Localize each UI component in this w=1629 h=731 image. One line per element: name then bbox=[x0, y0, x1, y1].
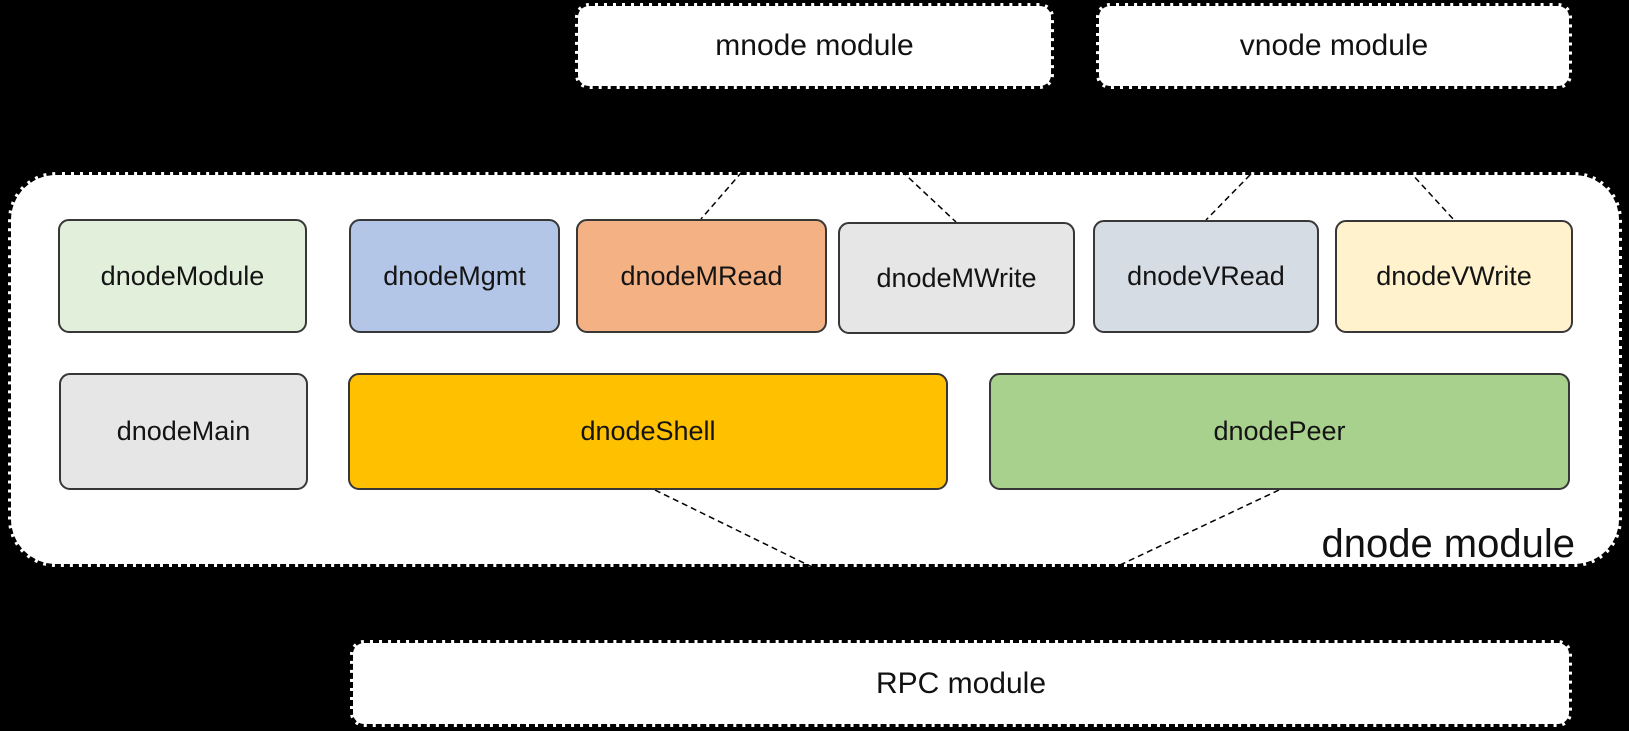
node-box-label: dnodeMWrite bbox=[876, 262, 1037, 293]
node-box-dnodePeer: dnodePeer bbox=[989, 373, 1570, 490]
mnode-module-box: mnode module bbox=[575, 3, 1054, 89]
node-box-dnodeVRead: dnodeVRead bbox=[1093, 220, 1319, 333]
node-box-dnodeMain: dnodeMain bbox=[59, 373, 308, 490]
mnode-module-label: mnode module bbox=[715, 29, 914, 62]
vnode-module-box: vnode module bbox=[1096, 3, 1572, 89]
node-box-dnodeVWrite: dnodeVWrite bbox=[1335, 220, 1573, 333]
node-box-dnodeMRead: dnodeMRead bbox=[576, 219, 827, 333]
node-box-label: dnodeMRead bbox=[620, 260, 783, 291]
node-box-label: dnodeVWrite bbox=[1376, 261, 1532, 291]
node-box-label: dnodeVRead bbox=[1127, 261, 1285, 291]
node-box-label: dnodeMgmt bbox=[383, 260, 526, 291]
dnode-module-caption: dnode module bbox=[1321, 522, 1575, 566]
vnode-module-label: vnode module bbox=[1239, 29, 1429, 62]
node-box-dnodeModule: dnodeModule bbox=[58, 219, 307, 333]
node-box-label: dnodePeer bbox=[1213, 416, 1346, 446]
rpc-module-label: RPC module bbox=[875, 666, 1047, 700]
node-box-label: dnodeShell bbox=[580, 416, 716, 446]
node-box-dnodeShell: dnodeShell bbox=[348, 373, 948, 490]
node-box-label: dnodeModule bbox=[100, 260, 265, 291]
node-box-dnodeMgmt: dnodeMgmt bbox=[349, 219, 560, 333]
node-box-label: dnodeMain bbox=[116, 416, 251, 446]
rpc-module-box: RPC module bbox=[350, 640, 1572, 727]
node-box-dnodeMWrite: dnodeMWrite bbox=[838, 222, 1075, 334]
